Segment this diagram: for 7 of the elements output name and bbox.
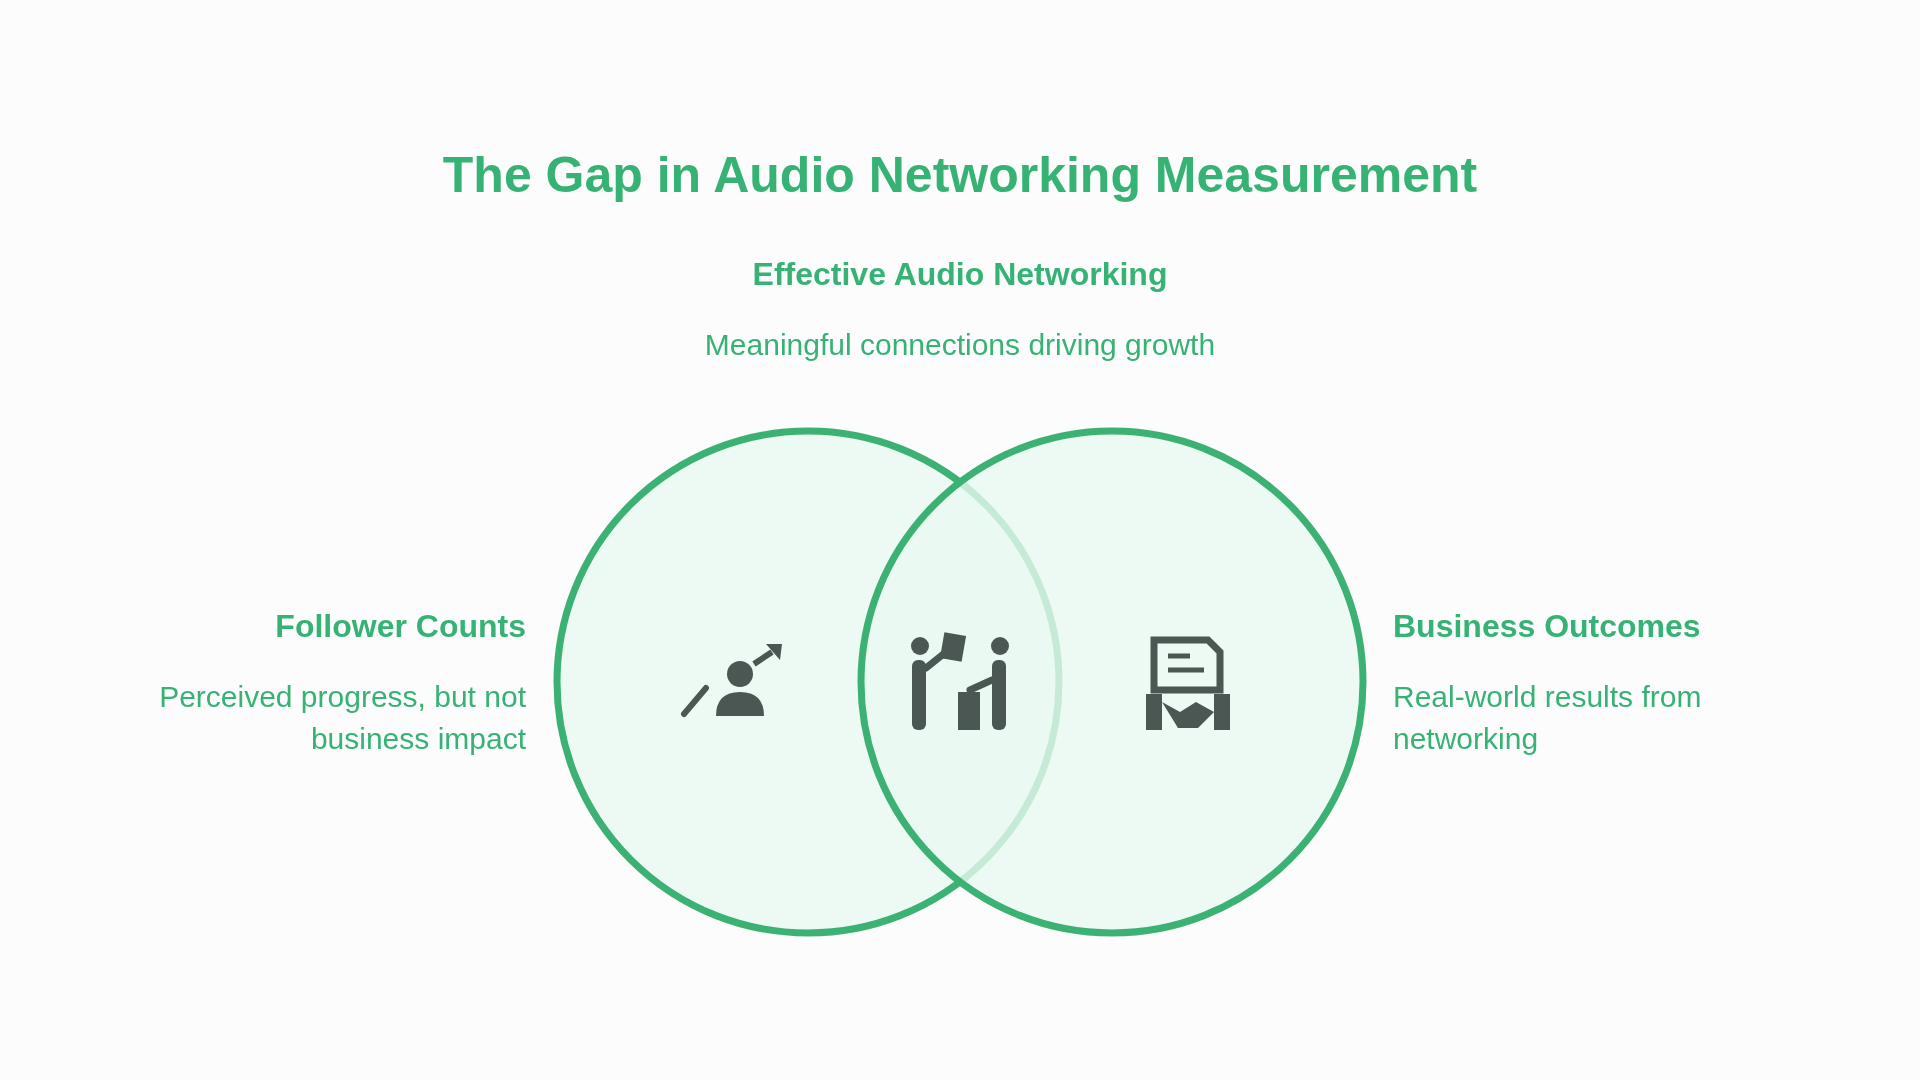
description: Meaningful connections driving growth — [703, 327, 1217, 363]
description: Real-world results from networking — [1393, 679, 1703, 757]
heading: Effective Audio Networking — [751, 256, 1169, 293]
heading: Business Outcomes — [1393, 608, 1702, 645]
heading: Follower Counts — [274, 608, 526, 645]
title: The Gap in Audio Networking Measurement — [441, 146, 1479, 204]
description: Perceived progress, but not business impact — [158, 679, 526, 757]
